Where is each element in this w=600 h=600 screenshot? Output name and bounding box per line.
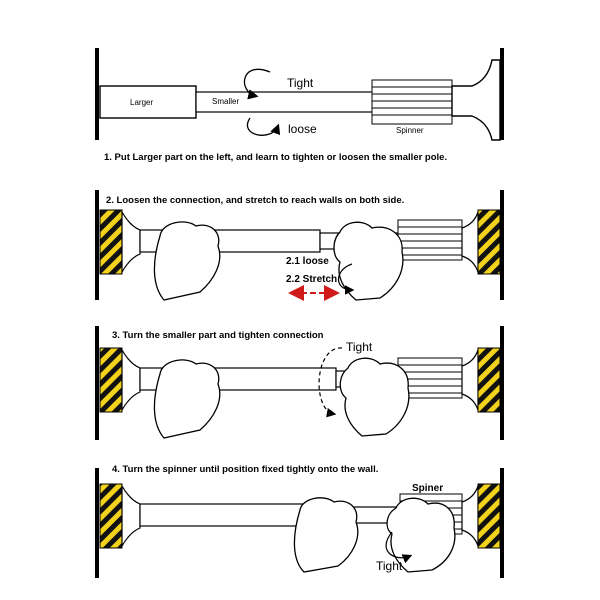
tight-label: Tight <box>346 340 373 354</box>
tight-label: Tight <box>287 76 314 90</box>
stretch-label: 2.2 Stretch <box>286 274 337 285</box>
right-wall-mount <box>477 483 501 549</box>
smaller-label: Smaller <box>212 97 239 106</box>
step-2-panel: 2. Loosen the connection, and stretch to… <box>95 190 504 301</box>
step-1-instruction: 1. Put Larger part on the left, and lear… <box>104 152 447 163</box>
step-2-instruction: 2. Loosen the connection, and stretch to… <box>106 195 404 206</box>
loose-label: 2.1 loose <box>286 256 329 267</box>
spinner-coil <box>371 79 453 125</box>
step-1-panel: Larger Smaller Spinner Tight loose 1. Pu… <box>95 48 504 163</box>
left-hand <box>153 359 221 439</box>
left-end-cap <box>121 347 141 413</box>
step-3-instruction: 3. Turn the smaller part and tighten con… <box>112 330 324 341</box>
loose-rotation-arrow <box>337 263 355 295</box>
spinner-label: Spinner <box>396 126 424 135</box>
right-hand <box>339 357 410 437</box>
tighten-rotation-arrow <box>318 347 343 418</box>
step-4-panel: 4. Turn the spinner until position fixed… <box>95 464 504 578</box>
right-wall-mount <box>477 209 501 275</box>
tighten-rotation-arrow <box>385 531 413 564</box>
spinner-coil <box>397 219 463 261</box>
left-hand <box>153 221 221 301</box>
right-hand <box>333 221 404 301</box>
step-4-instruction: 4. Turn the spinner until position fixed… <box>112 464 378 475</box>
spiner-label: Spiner <box>412 483 443 494</box>
end-cap <box>451 59 501 141</box>
left-end-cap <box>121 483 141 549</box>
left-wall-mount <box>99 209 123 275</box>
left-wall-mount <box>99 483 123 549</box>
left-wall-mount <box>99 347 123 413</box>
tighten-rotation-arrow <box>243 68 271 100</box>
left-hand <box>293 497 359 573</box>
tight-label: Tight <box>376 559 403 573</box>
right-end-cap <box>461 211 479 273</box>
loosen-rotation-arrow <box>246 117 281 136</box>
right-end-cap <box>461 485 479 547</box>
step-3-panel: 3. Turn the smaller part and tighten con… <box>95 326 504 440</box>
loose-label: loose <box>288 122 317 136</box>
left-end-cap <box>121 209 141 275</box>
right-end-cap <box>461 349 479 411</box>
larger-label: Larger <box>130 98 153 107</box>
right-wall-mount <box>477 347 501 413</box>
